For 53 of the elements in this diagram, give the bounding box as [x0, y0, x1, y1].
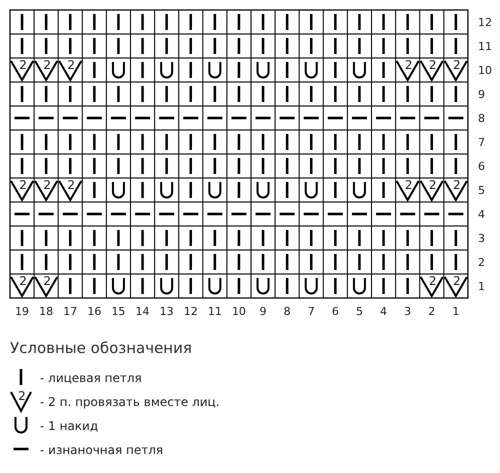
decrease-number: 2 [19, 59, 27, 71]
column-number: 14 [136, 306, 150, 317]
column-number: 5 [356, 306, 363, 317]
column-number: 4 [380, 306, 388, 317]
column-number: 6 [332, 306, 339, 317]
row-number: 2 [478, 257, 485, 268]
row-number: 7 [478, 137, 485, 148]
row-number: 4 [478, 209, 485, 220]
column-number: 2 [428, 306, 436, 317]
decrease-number: 2 [43, 59, 51, 71]
column-number: 19 [15, 306, 30, 317]
decrease-number: 2 [453, 275, 461, 287]
decrease-number: 2 [428, 59, 437, 71]
legend-text: - лицевая петля [40, 372, 142, 384]
column-number: 9 [260, 306, 267, 317]
row-number: 9 [478, 89, 485, 100]
row-number: 5 [478, 185, 485, 196]
column-number: 17 [63, 306, 78, 317]
row-number: 12 [478, 17, 492, 28]
row-number: 8 [478, 113, 485, 124]
decrease-number: 2 [67, 59, 76, 71]
column-number: 3 [404, 306, 412, 317]
decrease-number: 2 [43, 275, 51, 287]
decrease-number: 2 [428, 275, 437, 287]
row-number: 3 [478, 233, 485, 244]
decrease-number: 2 [18, 390, 26, 402]
decrease-number: 2 [453, 179, 461, 191]
column-number: 16 [87, 306, 102, 317]
legend-title: Условные обозначения [10, 341, 192, 356]
decrease-number: 2 [404, 59, 412, 71]
legend-text: - 1 накид [40, 420, 98, 432]
column-number: 15 [111, 306, 126, 317]
column-number: 8 [284, 306, 291, 317]
row-number: 6 [478, 161, 485, 172]
column-number: 11 [208, 306, 222, 317]
column-number: 12 [184, 306, 198, 317]
row-number: 11 [478, 41, 492, 52]
decrease-number: 2 [404, 179, 412, 191]
column-number: 13 [160, 306, 174, 317]
decrease-number: 2 [43, 179, 51, 191]
column-number: 10 [232, 306, 246, 317]
decrease-number: 2 [19, 179, 27, 191]
decrease-number: 2 [19, 275, 27, 287]
legend-text: - 2 п. провязать вместе лиц. [40, 396, 220, 408]
column-number: 1 [452, 306, 460, 317]
decrease-number: 2 [453, 59, 461, 71]
column-number: 7 [308, 306, 315, 317]
decrease-number: 2 [67, 179, 76, 191]
row-number: 1 [478, 281, 485, 292]
legend-text: - изнаночная петля [40, 444, 164, 456]
decrease-number: 2 [428, 179, 437, 191]
column-number: 18 [39, 306, 54, 317]
row-number: 10 [478, 65, 492, 76]
